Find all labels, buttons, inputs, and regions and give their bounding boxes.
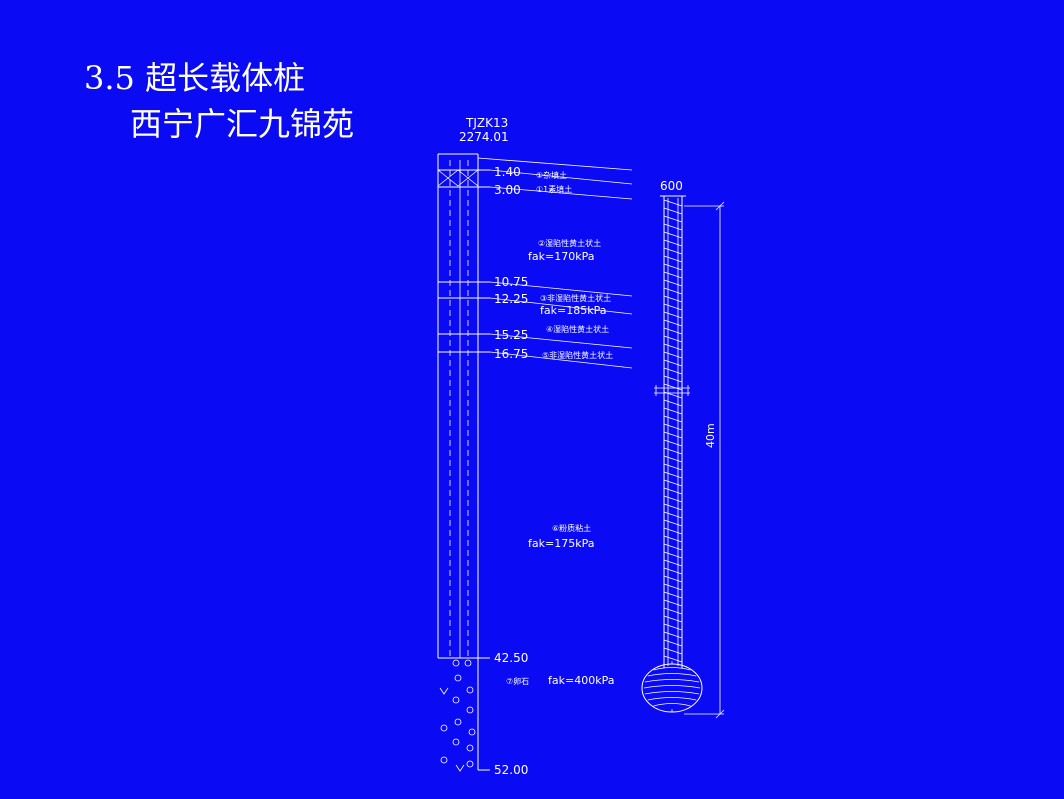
layer-name: ②湿陷性黄土状土 (538, 238, 601, 248)
layer-fak: fak=170kPa (528, 250, 594, 263)
layer-name: ⑤非湿陷性黄土状土 (542, 350, 613, 360)
pile-length: 40m (704, 423, 717, 448)
depth-label: 10.75 (494, 275, 528, 289)
slide-title: 3.5 超长载体桩 (84, 59, 306, 97)
borehole-elevation: 2274.01 (459, 130, 509, 144)
layer-name: ⑥粉质粘土 (552, 523, 591, 533)
depth-label: 12.25 (494, 292, 528, 306)
borehole-column (437, 153, 490, 772)
layer-fak: fak=175kPa (528, 537, 594, 550)
depth-labels: 1.40 3.00 10.75 12.25 15.25 16.75 42.50 … (494, 165, 528, 777)
layer-name: ④湿陷性黄土状土 (546, 324, 609, 334)
pile-drawing: 600 40m (641, 179, 725, 719)
depth-label: 52.00 (494, 763, 528, 777)
depth-label: 3.00 (494, 183, 521, 197)
depth-label: 15.25 (494, 328, 528, 342)
layer-name: ①1素填土 (536, 184, 572, 194)
borehole-id: TJZK13 (465, 116, 508, 130)
depth-label: 42.50 (494, 651, 528, 665)
layer-name: ⑦卵石 (506, 676, 529, 686)
layer-fak: fak=400kPa (548, 674, 614, 687)
layer-name: ①杂填土 (536, 170, 567, 180)
slide-subtitle: 西宁广汇九锦苑 (130, 105, 355, 143)
depth-label: 1.40 (494, 165, 521, 179)
layer-name: ③非湿陷性黄土状土 (540, 293, 611, 303)
layer-fak: fak=185kPa (540, 304, 606, 317)
layer-boundaries (477, 157, 633, 369)
layer-labels: ①杂填土 ①1素填土 ②湿陷性黄土状土 fak=170kPa ③非湿陷性黄土状土… (506, 170, 614, 687)
depth-label: 16.75 (494, 347, 528, 361)
pile-diameter: 600 (660, 179, 683, 193)
